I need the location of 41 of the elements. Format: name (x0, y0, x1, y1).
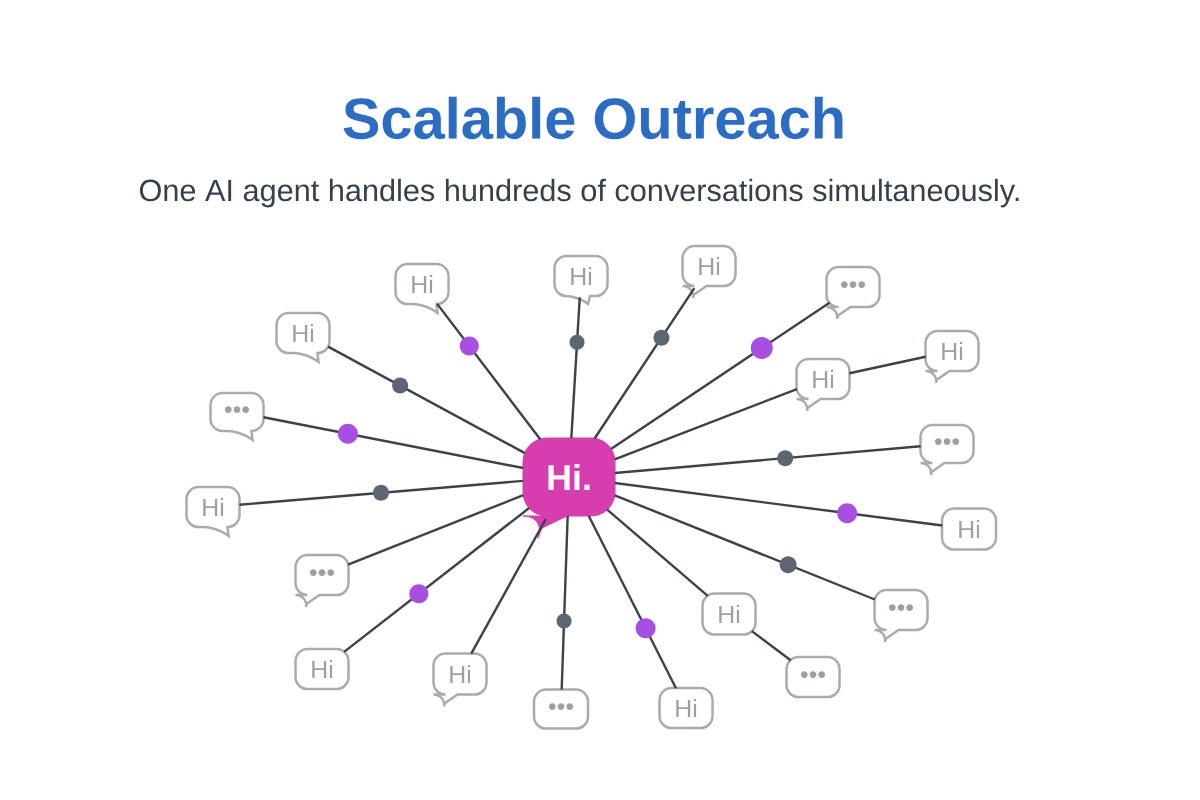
connector-line (614, 494, 876, 601)
connector-line (587, 515, 678, 689)
speech-bubble: Hi (394, 262, 450, 315)
connector-line (751, 630, 792, 662)
connector-line (343, 507, 530, 653)
subtitle: One AI agent handles hundreds of conversations simultaneously. (139, 178, 1019, 208)
speech-bubble: Hi (940, 507, 998, 551)
speech-bubble: ••• (873, 588, 929, 644)
connector-line (327, 345, 526, 455)
speech-bubble: Hi (681, 244, 737, 300)
speech-bubble: Hi (553, 254, 609, 306)
speech-bubble: Hi. (522, 437, 616, 539)
speech-bubble: Hi (185, 485, 241, 538)
speech-bubble: ••• (785, 655, 841, 699)
connector-line (593, 287, 696, 440)
speech-bubble: Hi (924, 329, 980, 385)
speech-bubble: ••• (532, 688, 590, 730)
connector-line (470, 518, 547, 655)
speech-bubble: Hi (294, 647, 350, 691)
speech-bubble: Hi (658, 686, 714, 730)
speech-bubble: Hi (795, 357, 851, 413)
connector-line (849, 355, 926, 375)
speech-bubble: ••• (825, 265, 881, 321)
title: Scalable Outreach (343, 96, 843, 140)
connector-line (436, 303, 542, 440)
connector-line (606, 508, 709, 597)
speech-bubble: Hi (701, 592, 757, 636)
speech-bubble: Hi (275, 311, 331, 364)
connector-line (614, 387, 798, 461)
speech-bubble: ••• (294, 553, 350, 609)
connector-line (614, 481, 943, 527)
connector-line (610, 301, 831, 450)
connector-line (263, 416, 524, 470)
speech-bubble: ••• (919, 423, 975, 477)
connector-line (560, 515, 569, 690)
speech-bubble: Hi (432, 652, 488, 708)
connector-line (239, 479, 524, 506)
connector-line (614, 445, 921, 475)
connector-line (570, 297, 581, 439)
speech-bubble: ••• (209, 391, 265, 442)
connector-line (347, 494, 524, 566)
